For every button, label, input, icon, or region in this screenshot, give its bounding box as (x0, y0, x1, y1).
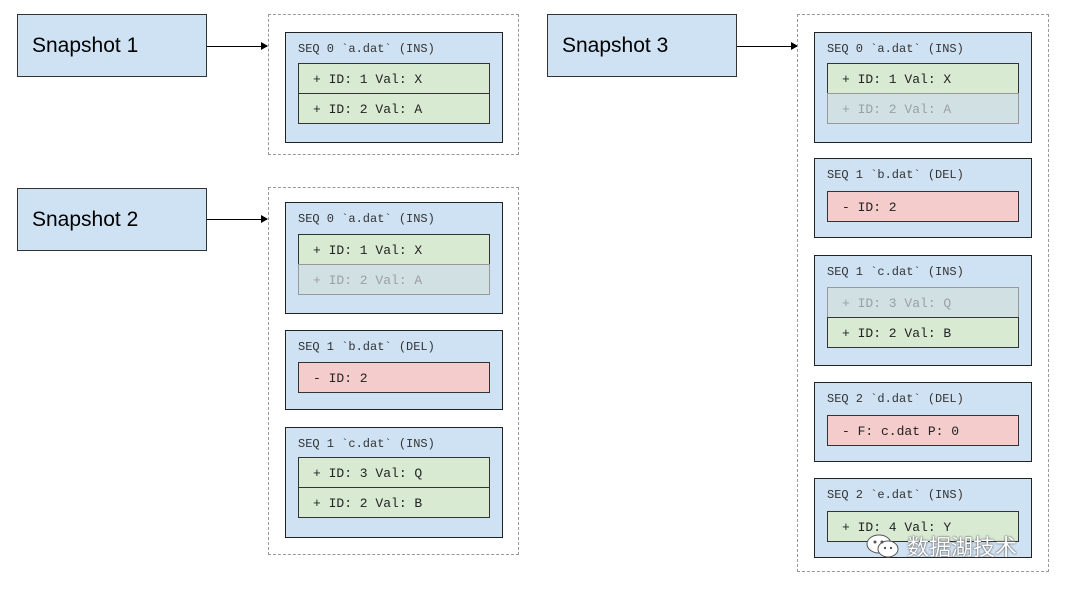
record-row: + ID: 4 Val: Y (827, 511, 1019, 542)
watermark-text: 数据湖技术 (907, 536, 1018, 561)
record-row: + ID: 2 Val: A (827, 93, 1019, 124)
snapshot-1-label: Snapshot 1 (17, 14, 207, 77)
snapshot-1-arrow (207, 42, 268, 50)
file-header: SEQ 1 `b.dat` (DEL) (827, 168, 964, 182)
file-box: SEQ 0 `a.dat` (INS) + ID: 1 Val: X + ID:… (814, 32, 1032, 143)
snapshot-3-arrow (737, 42, 798, 50)
file-box: SEQ 1 `c.dat` (INS) + ID: 3 Val: Q + ID:… (814, 255, 1032, 366)
file-header: SEQ 1 `c.dat` (INS) (827, 265, 964, 279)
file-header: SEQ 0 `a.dat` (INS) (298, 42, 435, 56)
file-box: SEQ 0 `a.dat` (INS) + ID: 1 Val: X + ID:… (285, 32, 503, 143)
snapshot-2-label: Snapshot 2 (17, 188, 207, 251)
record-row: - ID: 2 (298, 362, 490, 393)
record-row: + ID: 1 Val: X (827, 63, 1019, 94)
file-header: SEQ 2 `e.dat` (INS) (827, 488, 964, 502)
record-row: + ID: 2 Val: B (298, 487, 490, 518)
snapshot-2-group: SEQ 0 `a.dat` (INS) + ID: 1 Val: X + ID:… (268, 187, 519, 555)
snapshot-2-arrow (207, 215, 268, 223)
record-row: + ID: 2 Val: A (298, 93, 490, 124)
snapshot-3-group: SEQ 0 `a.dat` (INS) + ID: 1 Val: X + ID:… (797, 14, 1049, 572)
record-row: - ID: 2 (827, 191, 1019, 222)
record-row: + ID: 3 Val: Q (298, 457, 490, 488)
watermark: 数据湖技术 (865, 530, 1017, 562)
snapshot-1-group: SEQ 0 `a.dat` (INS) + ID: 1 Val: X + ID:… (268, 14, 519, 155)
record-row: - F: c.dat P: 0 (827, 415, 1019, 446)
file-header: SEQ 2 `d.dat` (DEL) (827, 392, 964, 406)
file-header: SEQ 1 `c.dat` (INS) (298, 437, 435, 451)
file-box: SEQ 1 `b.dat` (DEL) - ID: 2 (285, 330, 503, 410)
file-header: SEQ 0 `a.dat` (INS) (298, 212, 435, 226)
record-row: + ID: 2 Val: A (298, 264, 490, 295)
record-row: + ID: 3 Val: Q (827, 287, 1019, 318)
snapshot-3-label: Snapshot 3 (547, 14, 737, 77)
file-box: SEQ 2 `e.dat` (INS) + ID: 4 Val: Y (814, 478, 1032, 558)
file-header: SEQ 1 `b.dat` (DEL) (298, 340, 435, 354)
file-header: SEQ 0 `a.dat` (INS) (827, 42, 964, 56)
file-box: SEQ 2 `d.dat` (DEL) - F: c.dat P: 0 (814, 382, 1032, 462)
wechat-icon (866, 534, 899, 558)
file-box: SEQ 1 `b.dat` (DEL) - ID: 2 (814, 158, 1032, 238)
file-box: SEQ 0 `a.dat` (INS) + ID: 1 Val: X + ID:… (285, 202, 503, 314)
record-row: + ID: 2 Val: B (827, 317, 1019, 348)
record-row: + ID: 1 Val: X (298, 234, 490, 265)
record-row: + ID: 1 Val: X (298, 63, 490, 94)
file-box: SEQ 1 `c.dat` (INS) + ID: 3 Val: Q + ID:… (285, 427, 503, 538)
